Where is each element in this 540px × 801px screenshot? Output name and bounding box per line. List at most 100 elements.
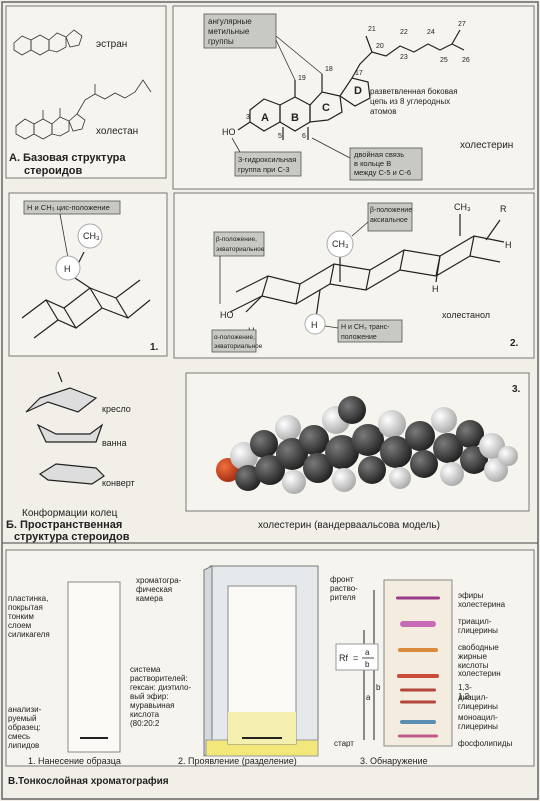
start-label: старт: [334, 739, 354, 748]
cholesterin-ring-labels: A B C D: [261, 85, 362, 124]
svg-text:23: 23: [400, 54, 408, 61]
svg-text:покрытая: покрытая: [8, 603, 43, 612]
spot-label-6-0: моноацил-: [458, 713, 498, 722]
svg-text:раство-: раство-: [330, 584, 358, 593]
spot-label-2-0: свободные: [458, 643, 499, 652]
step-3-label: 3. Обнаружение: [360, 756, 428, 766]
conformations-title: Конформации колец: [22, 507, 118, 519]
svg-text:группы: группы: [208, 37, 234, 46]
section-b-title-1: Б. Пространственная: [6, 519, 122, 531]
spot-6: [400, 720, 436, 724]
svg-text:24: 24: [427, 29, 435, 36]
svg-text:пластинка,: пластинка,: [8, 594, 48, 603]
svg-text:хроматогра-: хроматогра-: [136, 576, 182, 585]
svg-text:21: 21: [368, 26, 376, 33]
panel-3-number: 3.: [512, 384, 521, 395]
svg-text:смесь: смесь: [8, 732, 30, 741]
svg-text:образец:: образец:: [8, 723, 41, 732]
estran-label: эстран: [96, 39, 127, 50]
panel-2-ho: HO: [220, 310, 234, 320]
panel-2-chair: [229, 214, 505, 319]
svg-text:25: 25: [440, 57, 448, 64]
step-1-label: 1. Нанесение образца: [28, 756, 121, 766]
svg-text:метильные: метильные: [208, 27, 250, 36]
panel-2-callout-top: β-положение аксиальное: [351, 202, 413, 237]
cholesterin-label: холестерин: [460, 140, 513, 151]
spot-label-3-0: холестерин: [458, 669, 501, 678]
panel-2-ch3-right: CH₃: [454, 202, 471, 212]
svg-text:группа при C-3: группа при C-3: [238, 165, 290, 174]
svg-text:двойная связь: двойная связь: [354, 150, 404, 159]
svg-text:3: 3: [246, 114, 250, 121]
conf-chair-label: кресло: [102, 404, 131, 414]
spot-label-1-0: триацил-: [458, 617, 492, 626]
panel-2-h: H: [311, 320, 318, 330]
panel-1-callout: H и CH₃ цис-положение: [23, 200, 121, 259]
spot-label-0-0: эфиры: [458, 591, 484, 600]
chamber-label: хроматогра- фическая камера: [136, 576, 182, 603]
spot-label-7-0: фосфолипиды: [458, 739, 512, 748]
section-b-title-2: структура стероидов: [14, 531, 130, 543]
svg-text:H и CH₃ цис-положение: H и CH₃ цис-положение: [27, 203, 110, 212]
panel-2-callout-bottom: α-положение, экваториальное: [211, 329, 263, 353]
cholestan-label: холестан: [96, 126, 138, 137]
svg-text:5: 5: [278, 133, 282, 140]
step-2-label: 2. Проявление (разделение): [178, 756, 297, 766]
spot-label-4-1: 1,2-: [458, 692, 472, 701]
tlc-plate-3: [383, 579, 453, 747]
spot-label-2-1: жирные: [458, 652, 487, 661]
svg-text:муравьиная: муравьиная: [130, 701, 174, 710]
svg-text:6: 6: [302, 133, 306, 140]
section-a-title-1: А. Базовая структура: [9, 152, 126, 164]
svg-text:экваториальное: экваториальное: [216, 246, 265, 253]
conf-boat-label: ванна: [102, 438, 127, 448]
panel-1: [8, 192, 168, 357]
sample-label: анализи- руемый образец: смесь липидов: [8, 705, 42, 750]
panel-2-r: R: [500, 204, 507, 214]
svg-text:D: D: [354, 85, 362, 97]
panel-1-h-highlight: [55, 255, 81, 281]
panel-2-h-highlight: [304, 313, 326, 335]
chromatography-chamber: [203, 565, 319, 757]
svg-text:3-гидроксильная: 3-гидроксильная: [238, 155, 296, 164]
svg-text:a: a: [365, 648, 370, 657]
panel-1-h: H: [64, 264, 71, 274]
cholestanol-label: холестанол: [442, 310, 490, 320]
cholesterin-structure: [237, 29, 465, 140]
spot-4: [400, 688, 436, 692]
svg-text:руемый: руемый: [8, 714, 36, 723]
conformation-chair: [25, 371, 98, 413]
panel-1-chair: [21, 251, 151, 339]
svg-text:атомов: атомов: [370, 107, 397, 116]
conformation-envelope: [38, 463, 105, 485]
model-caption: холестерин (вандерваальсова модель): [258, 520, 440, 531]
svg-text:слоем: слоем: [8, 621, 31, 630]
svg-text:=: =: [353, 653, 358, 663]
double-bond-callout: двойная связь в кольце B между C-5 и C-6: [311, 137, 423, 181]
svg-text:система: система: [130, 665, 161, 674]
svg-text:β-положение,: β-положение,: [216, 236, 257, 243]
svg-text:тонким: тонким: [8, 612, 34, 621]
svg-text:27: 27: [458, 21, 466, 28]
svg-text:20: 20: [376, 43, 384, 50]
svg-text:ангулярные: ангулярные: [208, 17, 252, 26]
side-chain-label: разветвленная боковая цепь из 8 углеродн…: [370, 87, 458, 116]
svg-text:в кольце B: в кольце B: [354, 159, 391, 168]
svg-text:камера: камера: [136, 594, 164, 603]
spot-0: [396, 596, 440, 600]
spot-label-0-1: холестерина: [458, 600, 506, 609]
panel-2-callout-h: H и CH₃ транс- положение: [324, 319, 403, 343]
svg-text:растворителей:: растворителей:: [130, 674, 188, 683]
spot-label-5-1: глицерины: [458, 702, 498, 711]
spot-5: [400, 700, 436, 704]
svg-text:17: 17: [355, 70, 363, 77]
svg-text:B: B: [291, 112, 299, 124]
conf-envelope-label: конверт: [102, 478, 135, 488]
angular-methyl-callout: ангулярные метильные группы: [203, 13, 323, 81]
a-letter: a: [366, 693, 371, 702]
estran-structure: [13, 29, 83, 56]
svg-text:цепь из 8 углеродных: цепь из 8 углеродных: [370, 97, 450, 106]
